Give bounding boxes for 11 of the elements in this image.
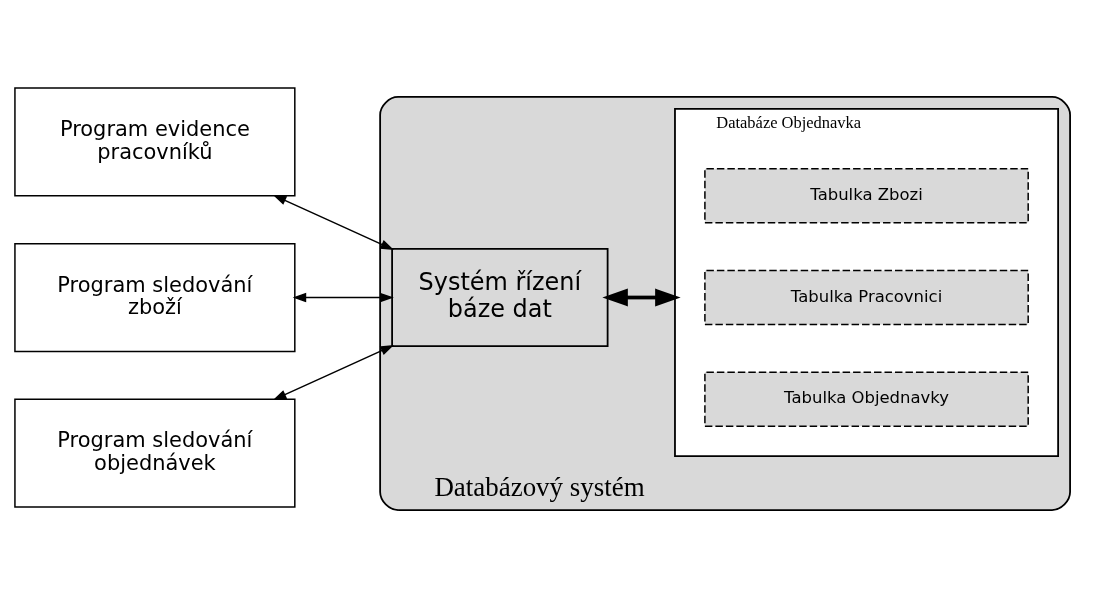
node-box: Tabulka Zbozi bbox=[704, 167, 1029, 223]
node-box: Program sledování objednávek bbox=[14, 398, 296, 508]
node-box: Tabulka Objednavky bbox=[704, 371, 1029, 427]
node-box: Systém řízení báze dat bbox=[391, 247, 609, 347]
arrow bbox=[292, 292, 394, 302]
node-box: Tabulka Pracovnici bbox=[704, 269, 1029, 325]
arrow bbox=[272, 344, 394, 400]
arrow bbox=[602, 288, 681, 306]
node-box: Program sledování zboží bbox=[14, 242, 296, 352]
node-box: Program evidence pracovníků bbox=[14, 86, 296, 196]
arrow bbox=[272, 194, 394, 250]
